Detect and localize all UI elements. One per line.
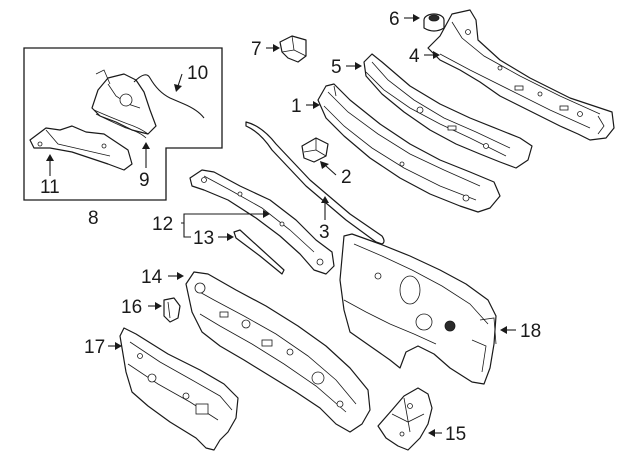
callout-8: 8 xyxy=(88,208,99,229)
part-3-seal xyxy=(245,121,385,245)
callout-15: 15 xyxy=(445,424,466,445)
part-6-grommet xyxy=(423,13,445,32)
callout-1: 1 xyxy=(291,96,302,117)
callout-9: 9 xyxy=(139,170,150,191)
callout-4: 4 xyxy=(409,46,420,67)
callout-17: 17 xyxy=(84,337,105,358)
part-7-bracket xyxy=(279,35,307,63)
part-1-cowl-upper xyxy=(317,83,501,213)
inset-group-8 xyxy=(23,47,223,201)
callout-6: 6 xyxy=(389,9,400,30)
part-9-seal xyxy=(93,109,149,139)
callout-18: 18 xyxy=(520,321,541,342)
callout-labels: 1 2 3 4 5 6 7 8 9 10 11 12 13 14 15 16 1… xyxy=(40,9,541,445)
callout-11: 11 xyxy=(40,177,60,198)
part-12-reinforcement xyxy=(189,169,335,275)
part-4-cowl-panel xyxy=(427,9,615,141)
part-14-dash-panel xyxy=(185,271,371,433)
callout-10: 10 xyxy=(187,63,208,84)
callout-7: 7 xyxy=(251,39,262,60)
part-17-side-panel xyxy=(119,327,239,451)
part-10-bracket xyxy=(91,69,205,135)
part-2-clip xyxy=(301,137,329,163)
callout-3: 3 xyxy=(319,222,330,243)
callout-5: 5 xyxy=(331,57,342,78)
part-18-insulator xyxy=(339,233,497,385)
callout-12: 12 xyxy=(152,214,173,235)
part-11-cover xyxy=(29,125,133,171)
callout-2: 2 xyxy=(341,167,352,188)
leader-lines xyxy=(46,14,516,437)
part-16-bracket xyxy=(163,297,181,323)
part-15-bracket xyxy=(377,387,433,451)
callout-16: 16 xyxy=(121,297,142,318)
callout-13: 13 xyxy=(193,228,214,249)
callout-14: 14 xyxy=(141,267,163,288)
part-5-cowl-extension xyxy=(363,53,533,169)
part-13-strip xyxy=(233,229,285,275)
